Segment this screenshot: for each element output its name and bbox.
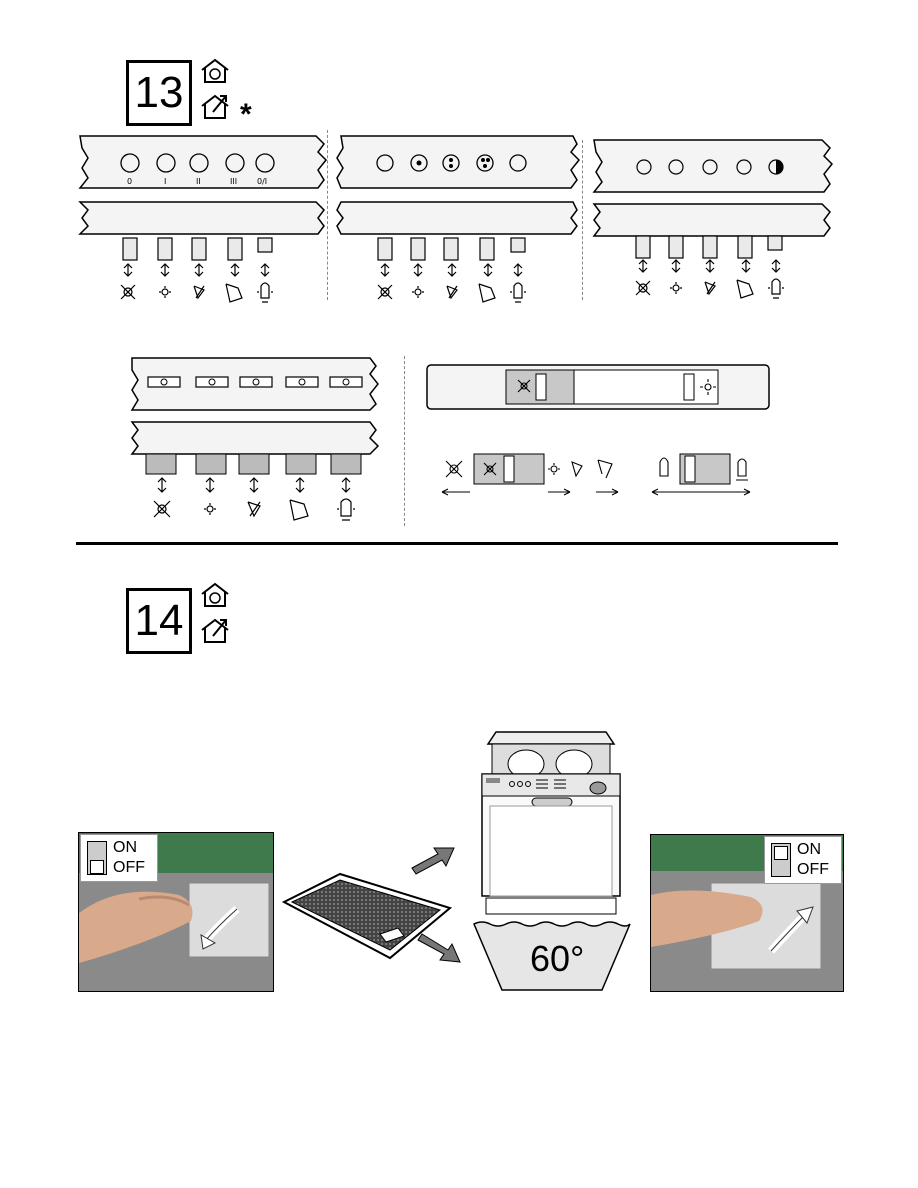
hood-recirculation-icon xyxy=(198,58,232,84)
panel1-label-3: III xyxy=(230,177,237,186)
panel4-function-icons xyxy=(148,476,368,530)
step-14-number-box: 14 xyxy=(126,588,192,654)
separator-2 xyxy=(582,140,583,300)
section-divider xyxy=(76,542,838,545)
hood-recirculation-icon xyxy=(198,582,232,608)
optional-asterisk: * xyxy=(240,98,252,132)
dishwasher-illustration xyxy=(478,730,624,916)
switch-off-label: OFF xyxy=(113,858,145,877)
separator-3 xyxy=(404,356,405,526)
switch-legend-off: ON OFF xyxy=(80,834,158,882)
slider-legend xyxy=(440,450,760,500)
panel1-label-4: 0/I xyxy=(257,177,267,186)
switch-on-label: ON xyxy=(797,840,821,859)
panel1-label-0: 0 xyxy=(127,177,132,186)
switch-off-label: OFF xyxy=(797,860,829,879)
panel2-function-icons xyxy=(372,262,542,314)
arrow-to-dishwasher-icon xyxy=(410,842,456,876)
wash-temperature: 60° xyxy=(530,938,584,980)
control-panel-4 xyxy=(126,354,386,484)
panel3-function-icons xyxy=(630,258,800,310)
arrow-to-wash-icon xyxy=(416,932,462,968)
panel1-function-icons xyxy=(118,262,288,314)
hood-extraction-icon xyxy=(198,92,232,120)
step-13-number-box: 13 xyxy=(126,60,192,126)
step-13-number: 13 xyxy=(135,68,184,118)
separator-1 xyxy=(327,130,328,300)
toggle-switch-on-icon xyxy=(771,843,791,877)
step-14-number: 14 xyxy=(135,596,184,646)
panel1-label-1: I xyxy=(164,177,166,186)
switch-on-label: ON xyxy=(113,838,137,857)
panel1-label-2: II xyxy=(196,177,201,186)
switch-legend-on: ON OFF xyxy=(764,836,842,884)
slider-control-panel xyxy=(426,364,772,414)
toggle-switch-off-icon xyxy=(87,841,107,875)
hood-extraction-icon xyxy=(198,616,232,644)
